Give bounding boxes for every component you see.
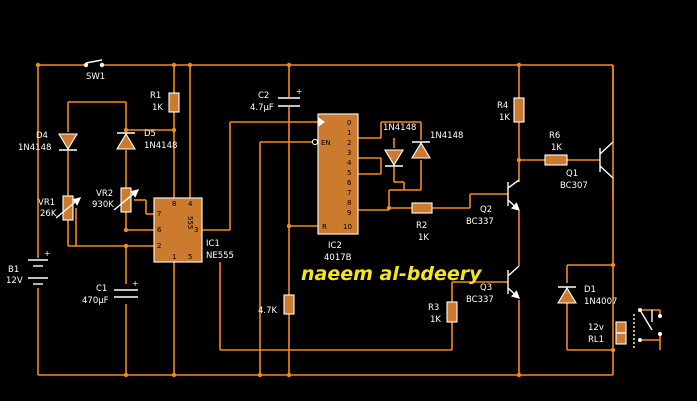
vr1-ref: VR1 [38,198,55,208]
d1-ref: D1 [584,285,596,295]
q1-ref: Q1 [566,169,578,179]
resistor-r2: R2 1K [411,202,433,243]
transistor-q1: Q1 BC307 [560,65,614,191]
c1-ref: C1 [96,284,107,294]
capacitor-c1: + C1 470µF [82,279,138,306]
r4-value: 1K [499,113,510,123]
ic2-pin-10: 10 [343,223,352,231]
r2-ref: R2 [416,221,427,231]
resistor-r1: R1 1K [150,91,180,113]
r6-value: 1K [551,143,562,153]
battery-b1: + B1 12V [6,249,50,286]
vr2-ref: VR2 [96,189,113,199]
ic1-pin-2: 2 [157,242,161,250]
switch-sw1: SW1 [83,59,105,82]
resistor-r3: R3 1K [428,301,458,325]
r3-value: 1K [430,315,441,325]
capacitor-c2: + C2 4.7µF [250,87,302,113]
ic-4017-counter: EN R 0 1 2 3 4 5 6 7 8 9 10 IC2 4017B [311,113,359,263]
q2-ref: Q2 [480,205,492,215]
sw1-ref: SW1 [86,72,105,82]
ic2-en-pin: EN [321,139,331,147]
d5-ref: D5 [144,129,156,139]
q3-ref: Q3 [480,283,492,293]
rl1-value: 12v [588,323,604,333]
resistor-4k7: 4.7K [258,294,295,316]
ic2-out-2: 2 [347,139,351,147]
ic1-value: NE555 [206,251,234,261]
c1-value: 470µF [82,296,109,306]
d4-value: 1N4148 [18,143,51,153]
transistor-q2: Q2 BC337 [466,179,521,232]
ic1-pin-3: 3 [194,226,198,234]
ic1-pin-7: 7 [157,210,161,218]
ic2-out-9: 9 [347,209,351,217]
ic2-out-1: 1 [347,129,351,137]
diode-d4: D4 1N4148 [18,131,78,153]
ic1-body-label: 555 [186,216,194,229]
ic2-out-6: 6 [347,179,352,187]
d5-value: 1N4148 [144,141,177,151]
relay-rl1: 12v RL1 [588,308,662,348]
ic1-ref: IC1 [206,239,220,249]
c2-ref: C2 [258,91,269,101]
ic1-pin-6: 6 [157,226,162,234]
potentiometer-vr1: VR1 26K [38,195,82,221]
ic2-out-7: 7 [347,189,351,197]
b1-ref: B1 [8,265,19,275]
r1-ref: R1 [150,91,161,101]
r4-ref: R4 [497,101,508,111]
d1-value: 1N4007 [584,297,617,307]
junctions [35,62,616,378]
r-4k7-value: 4.7K [258,306,278,316]
ic1-pin-5: 5 [188,253,192,261]
ic2-out-3: 3 [347,149,351,157]
d4-ref: D4 [36,131,48,141]
rl1-ref: RL1 [588,335,604,345]
vr2-value: 930K [92,200,114,210]
r1-value: 1K [152,103,163,113]
c2-value: 4.7µF [250,103,274,113]
diode-top-right: 1N4148 [411,131,463,159]
ic2-out-4: 4 [347,159,352,167]
diode-d1: D1 1N4007 [557,285,617,307]
potentiometer-vr2: VR2 930K [92,187,140,213]
svg-text:+: + [132,279,138,288]
ic-555-timer: 555 8 4 7 6 2 3 1 5 IC1 NE555 [153,197,234,263]
d-top-right-value: 1N4148 [430,131,463,141]
resistor-r6: R6 1K [544,131,568,166]
r3-ref: R3 [428,303,439,313]
q1-value: BC307 [560,181,588,191]
resistor-r4: R4 1K [497,97,525,123]
ic2-out-8: 8 [347,199,351,207]
r2-value: 1K [418,233,429,243]
diode-top-left: 1N4148 [383,123,416,167]
ic2-value: 4017B [324,253,352,263]
svg-text:+: + [296,87,302,96]
ic1-pin-4: 4 [188,200,193,208]
r6-ref: R6 [549,131,560,141]
ic2-ref: IC2 [328,241,342,251]
diode-d5: D5 1N4148 [116,129,177,151]
ic1-pin-1: 1 [172,253,176,261]
author-signature: naeem al-bdeery [301,263,483,285]
q2-value: BC337 [466,217,494,227]
transistor-q3: Q3 BC337 [466,254,521,305]
vr1-value: 26K [40,209,57,219]
d-top-left-value: 1N4148 [383,123,416,133]
ic2-reset-pin: R [322,223,327,231]
ic2-out-0: 0 [347,119,351,127]
b1-value: 12V [6,276,23,286]
ic1-pin-8: 8 [172,200,176,208]
q3-value: BC337 [466,295,494,305]
svg-text:+: + [44,249,50,258]
ic2-out-5: 5 [347,169,351,177]
